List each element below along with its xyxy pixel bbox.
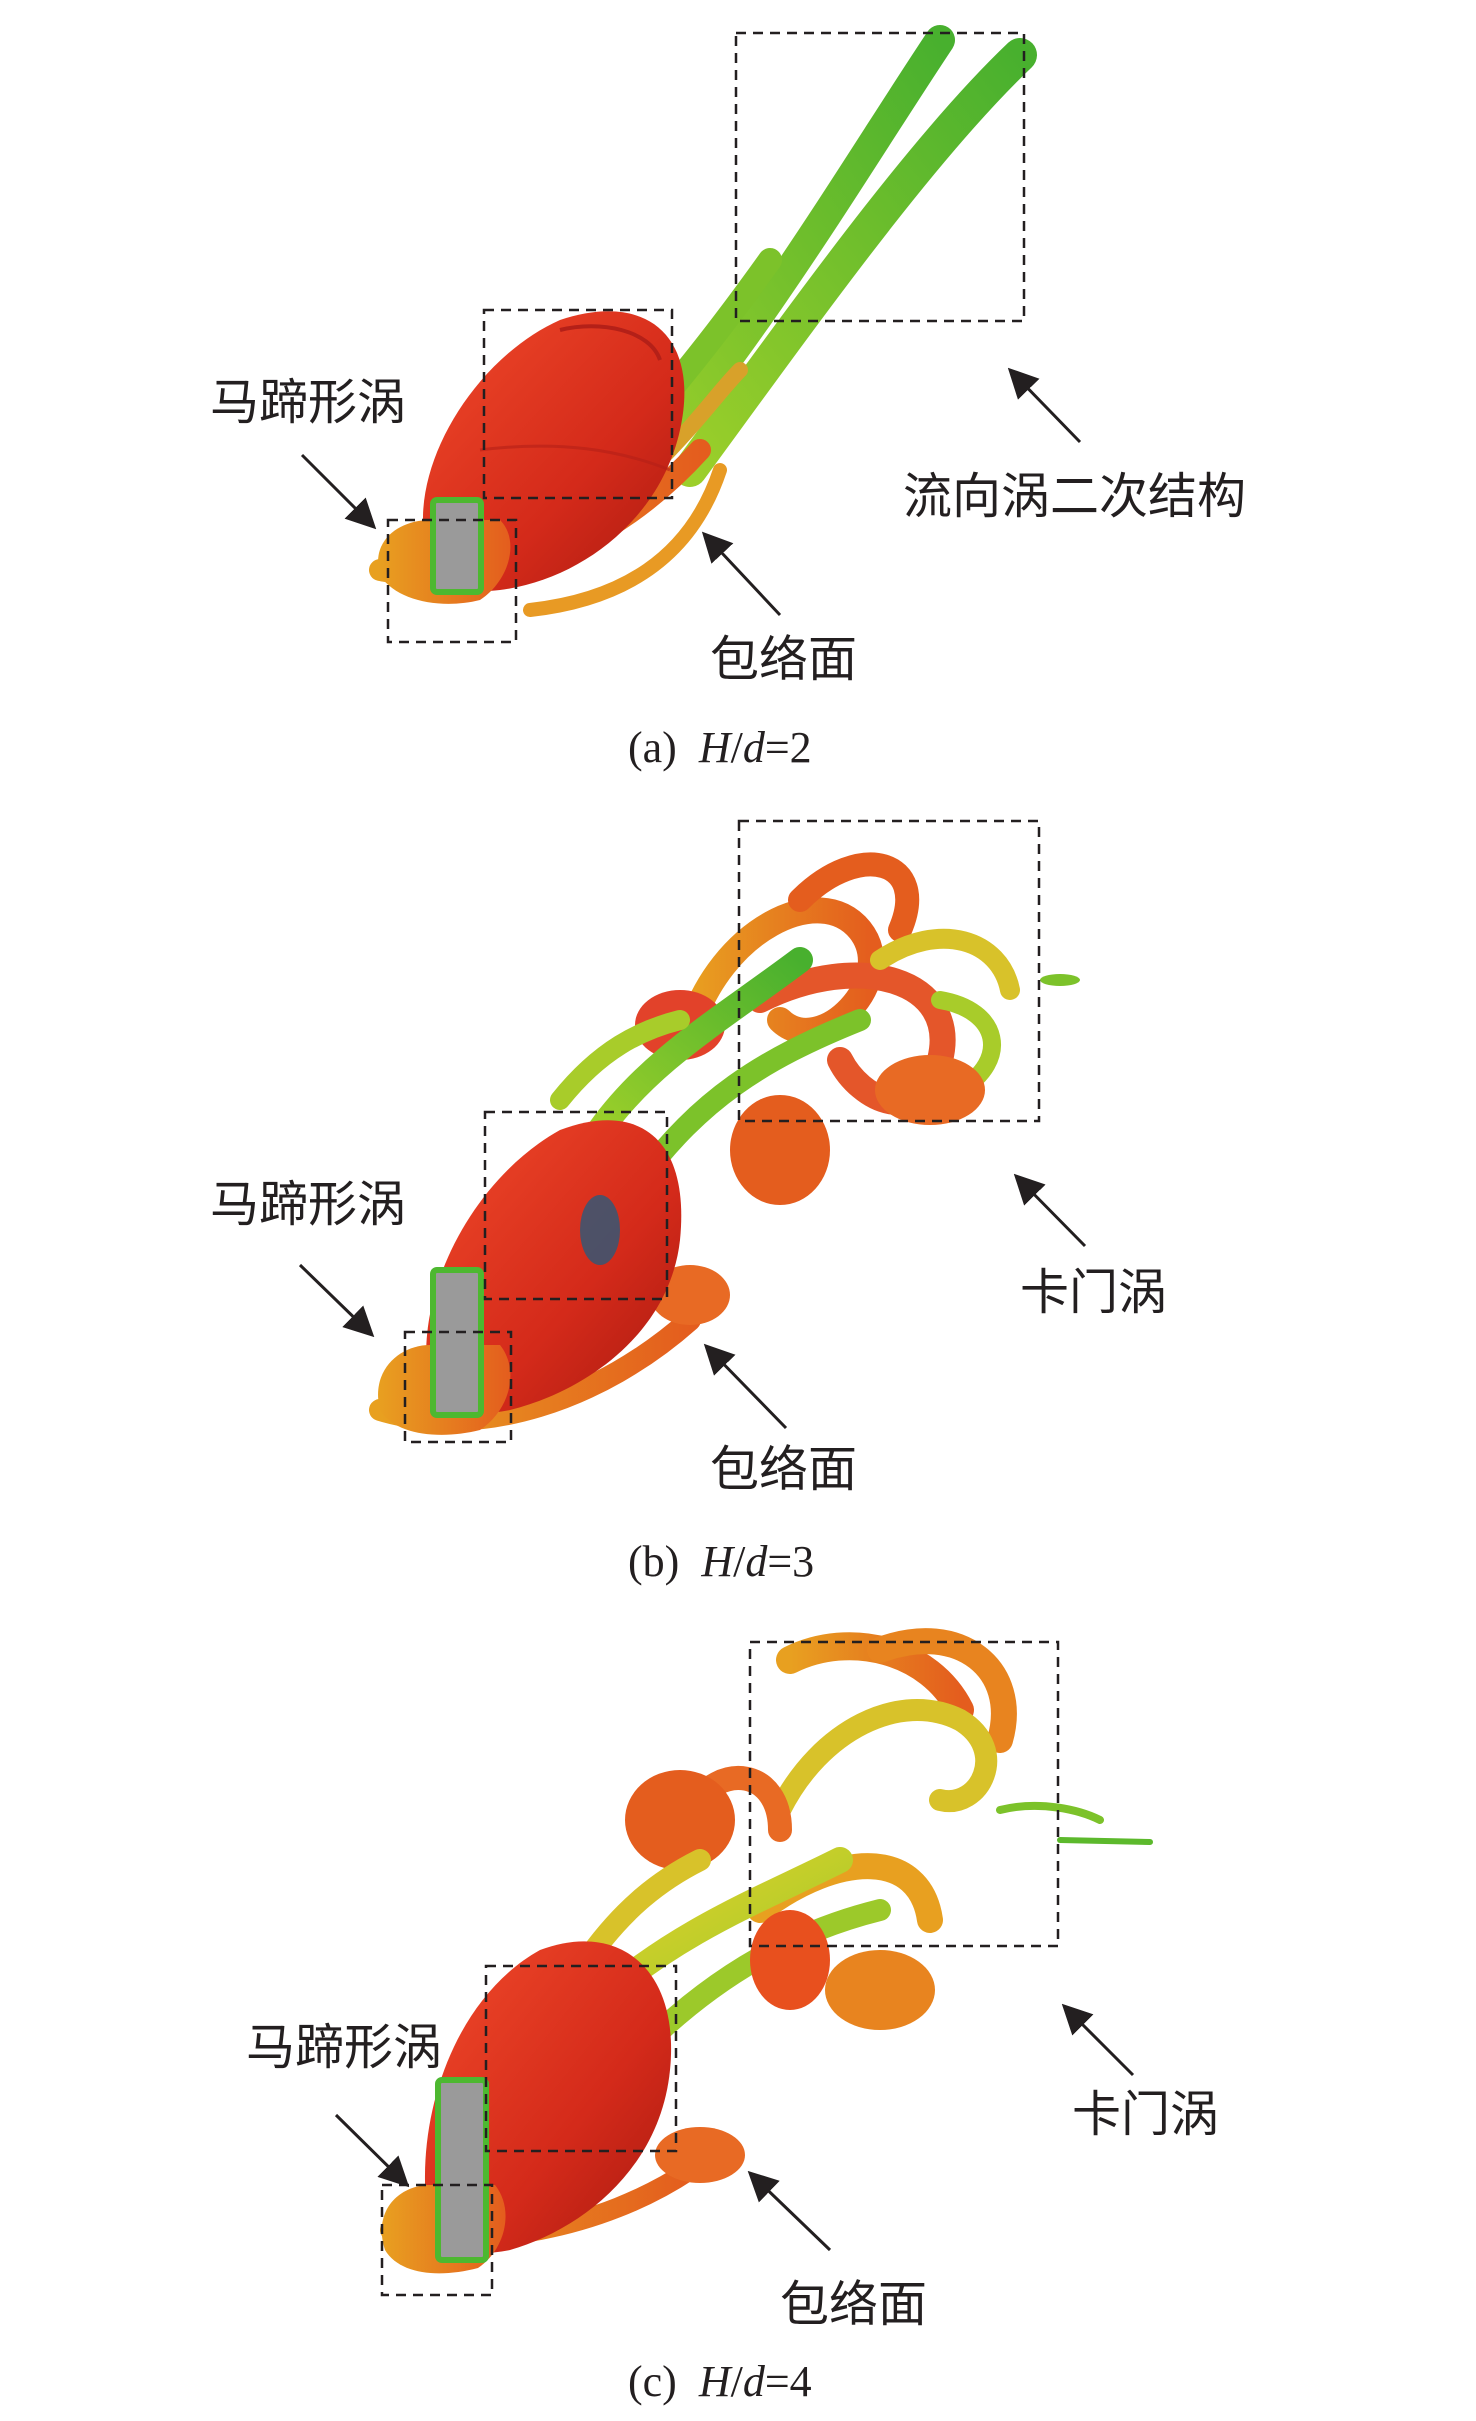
karman-vortex-loops [625, 1628, 1153, 2030]
arrow-karman [1061, 2003, 1135, 2077]
vortex-figure-a [300, 25, 1082, 644]
vortex-figure-c [334, 1628, 1153, 2297]
label-envelope: 包络面 [710, 631, 858, 688]
label-karman-vortex: 卡门涡 [1072, 2086, 1220, 2143]
caption-a: (a) H/d=2 [628, 723, 812, 772]
label-horseshoe-vortex: 马蹄形涡 [246, 2019, 443, 2076]
arrow-horseshoe [334, 2113, 410, 2188]
cylinder [430, 497, 484, 595]
arrow-horseshoe [298, 1263, 375, 1338]
label-horseshoe-vortex: 马蹄形涡 [210, 374, 407, 431]
dashed-box-horseshoe [403, 1330, 513, 1444]
dashed-box-karman [748, 1640, 1060, 1948]
dashed-box-streamwise [734, 31, 1026, 323]
panel-a: 马蹄形涡 包络面 流向涡二次结构 (a) H/d=2 [0, 0, 1476, 800]
caption-b: (b) H/d=3 [628, 1537, 815, 1586]
label-horseshoe-vortex: 马蹄形涡 [210, 1176, 407, 1233]
dashed-box-envelope [483, 1110, 669, 1301]
dashed-box-horseshoe [380, 2183, 494, 2297]
label-envelope: 包络面 [710, 1441, 858, 1498]
dashed-box-karman [737, 819, 1041, 1123]
arrow-envelope [747, 2170, 832, 2252]
vortex-figure-b [298, 819, 1087, 1444]
dashed-box-envelope [482, 308, 674, 500]
label-karman-vortex: 卡门涡 [1020, 1264, 1168, 1321]
arrow-streamwise [1007, 367, 1082, 444]
arrow-envelope [703, 1343, 788, 1430]
cylinder [435, 2077, 489, 2263]
label-envelope: 包络面 [780, 2276, 928, 2333]
caption-c: (c) H/d=4 [628, 2357, 812, 2406]
envelope-surface [426, 1120, 682, 1414]
label-streamwise-secondary: 流向涡二次结构 [903, 468, 1247, 525]
panel-c: 马蹄形涡 包络面 卡门涡 (c) H/d=4 [0, 1610, 1476, 2421]
cylinder [430, 1267, 484, 1418]
dashed-box-horseshoe [386, 518, 518, 644]
karman-vortex-loops [635, 852, 1080, 1125]
arrow-horseshoe [300, 453, 377, 530]
arrow-karman [1013, 1173, 1087, 1248]
panel-b: 马蹄形涡 包络面 卡门涡 (b) H/d=3 [0, 800, 1476, 1610]
arrow-envelope [701, 531, 782, 617]
dashed-box-envelope [484, 1964, 678, 2153]
